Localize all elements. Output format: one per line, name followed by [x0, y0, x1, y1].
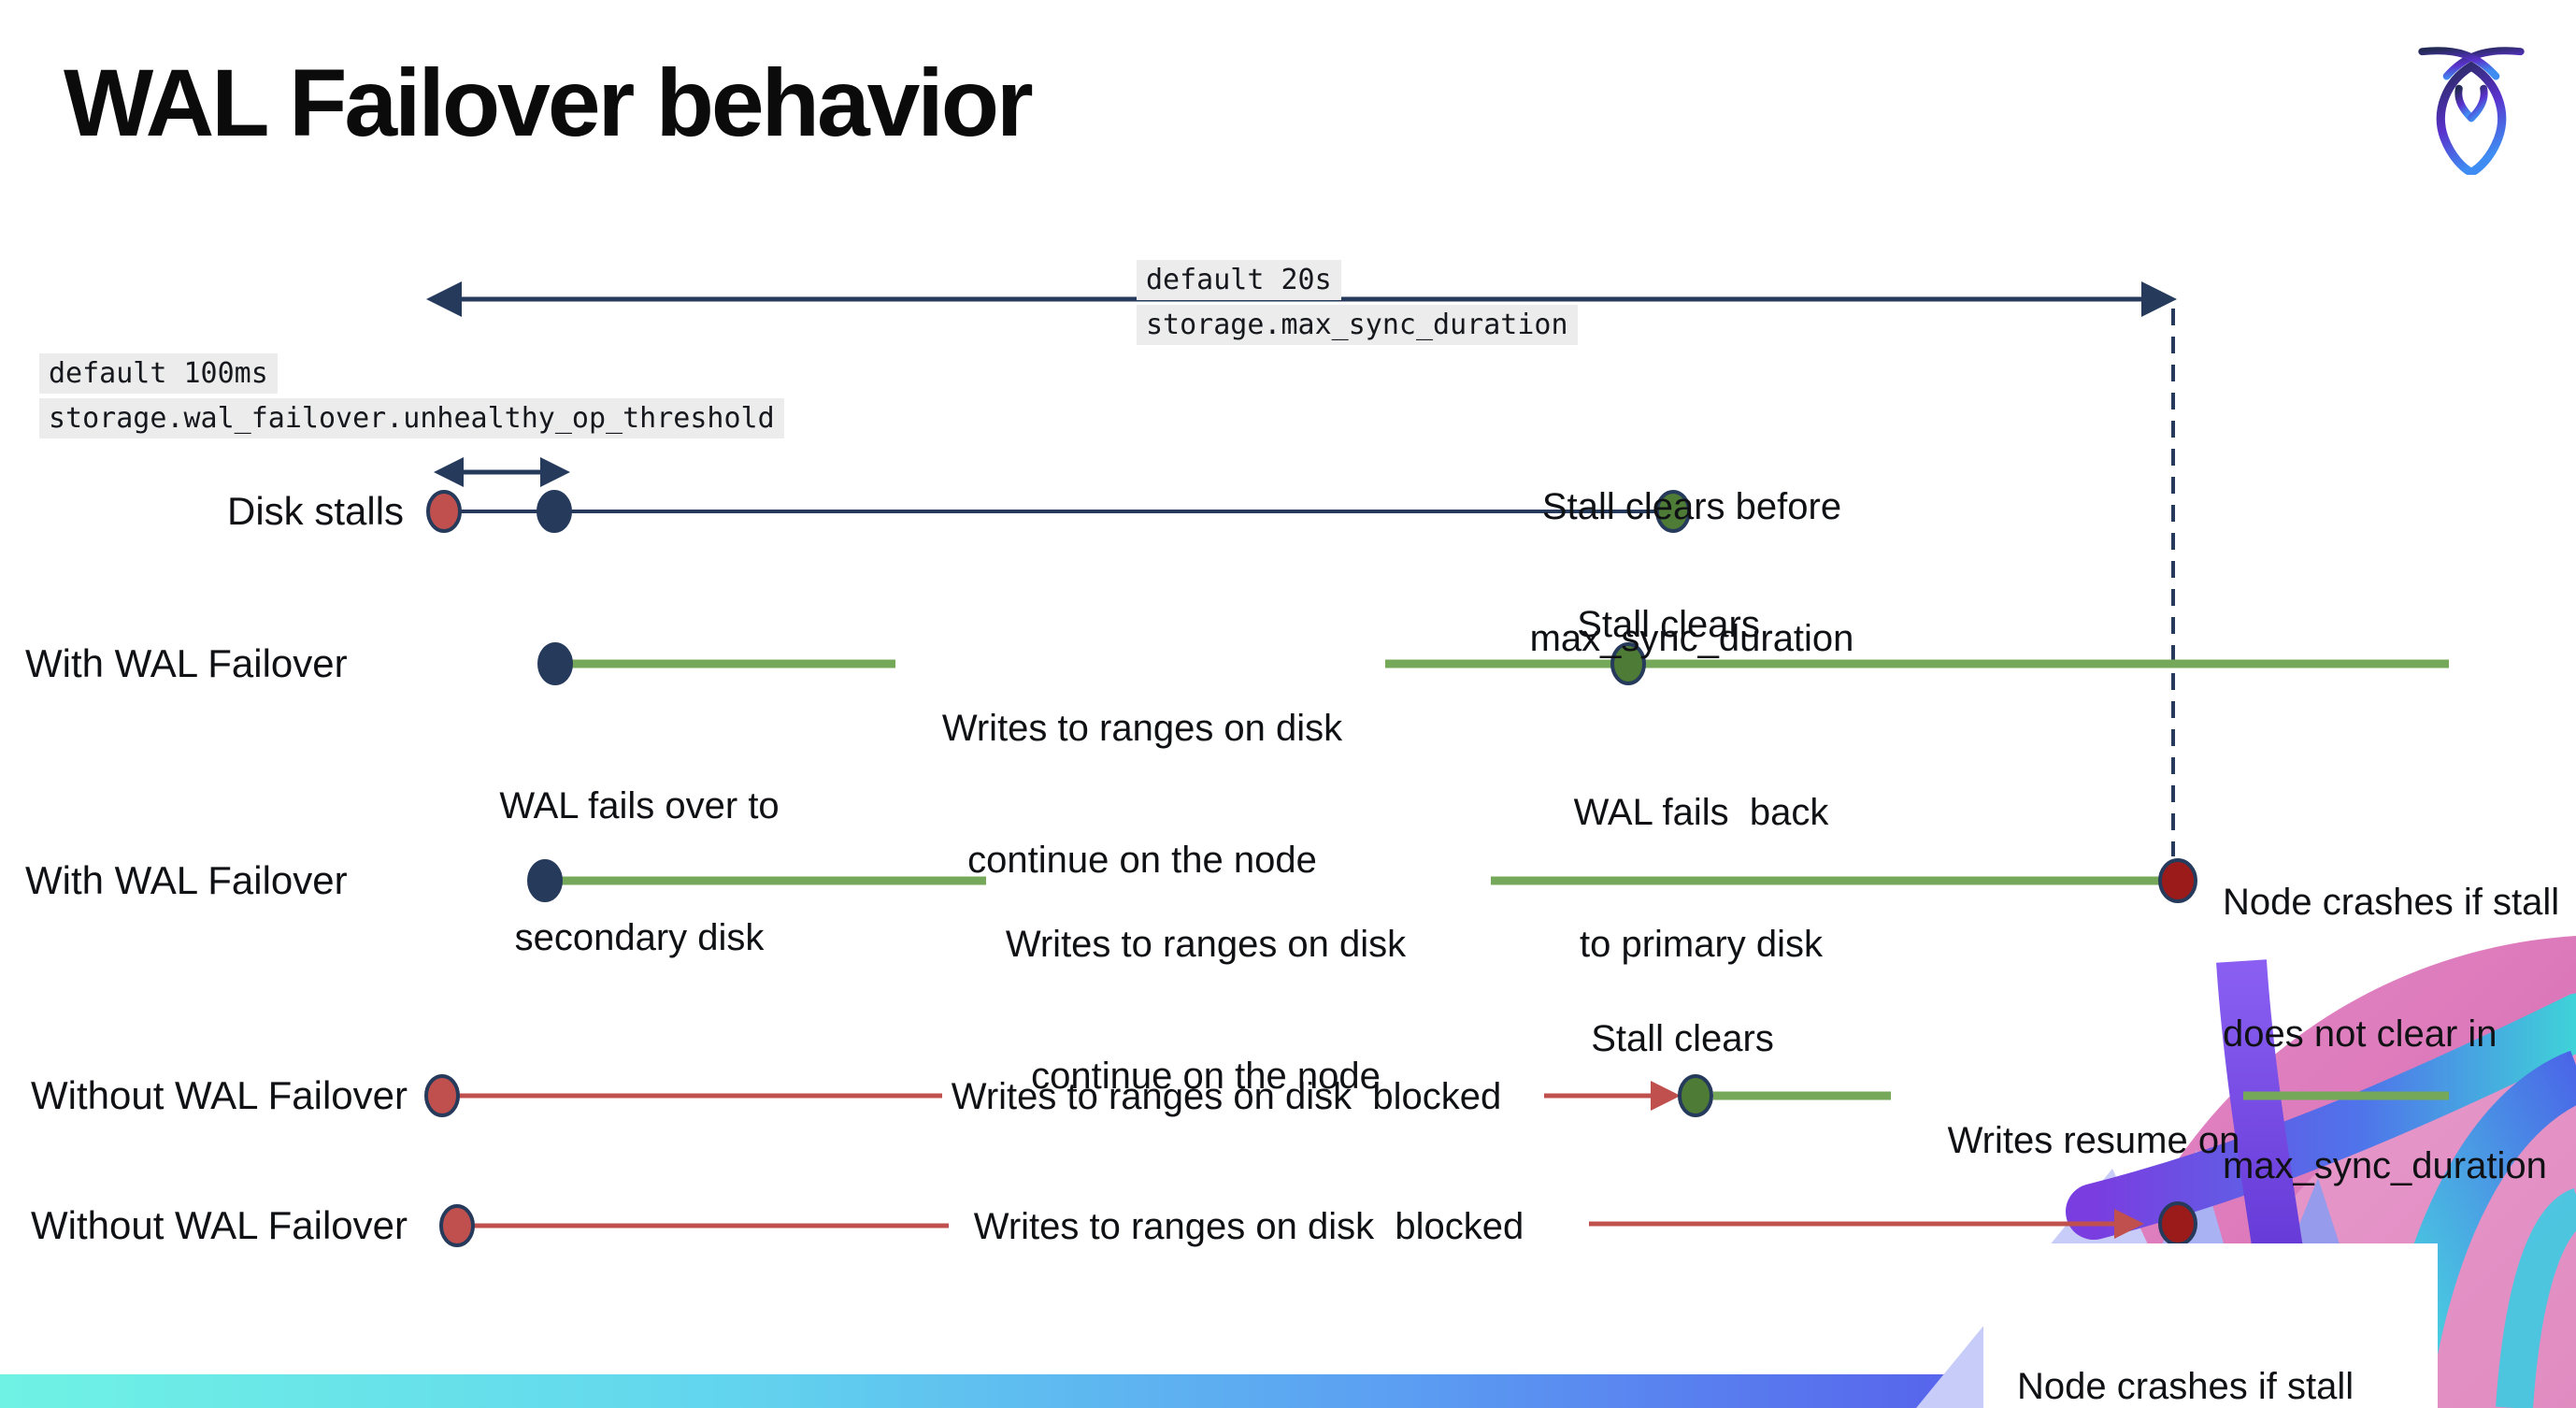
row1-stall-start-dot	[426, 490, 462, 533]
row3-label: With WAL Failover	[25, 858, 348, 902]
row2-stall-clears-annotation: Stall clears	[1577, 604, 1760, 645]
wal-fails-back-annotation: WAL fails back to primary disk	[1574, 703, 1829, 1055]
row4-label: Without WAL Failover	[31, 1073, 408, 1117]
row2-failover-dot	[537, 642, 573, 685]
row3-failover-dot	[527, 859, 563, 902]
row3-crash-dot	[2158, 858, 2197, 903]
row1-label: Disk stalls	[227, 489, 405, 533]
row2-label: With WAL Failover	[25, 641, 348, 685]
page-title: WAL Failover behavior	[64, 50, 1034, 156]
arrowhead-left-icon	[426, 281, 462, 317]
row4-stall-clears-annotation: Stall clears	[1591, 1018, 1774, 1059]
annotation-line: max_sync_duration	[1529, 618, 1854, 659]
row3-node-crashes-annotation: Node crashes if stall does not clear in …	[2223, 793, 2559, 1276]
annotation-line: WAL fails over to	[499, 785, 780, 826]
threshold-arrowhead-right-icon	[540, 457, 570, 487]
annotation-line: Node crashes if stall	[2017, 1366, 2354, 1407]
row4-red-arrowhead-icon	[1651, 1081, 1681, 1111]
annotation-line: max_sync_duration	[2223, 1145, 2547, 1186]
row1-threshold-dot	[537, 490, 572, 533]
row5-writes-blocked-annotation: Writes to ranges on disk blocked	[973, 1206, 1524, 1247]
annotation-line: Writes to ranges on disk	[1005, 924, 1407, 965]
logo-strokes	[2418, 47, 2525, 175]
arrowhead-right-icon	[2141, 281, 2177, 317]
annotation-line: continue on the node	[1031, 1056, 1381, 1097]
threshold-arrowhead-left-icon	[434, 457, 464, 487]
row4-stall-start-dot	[424, 1074, 460, 1117]
annotation-line: secondary disk	[514, 917, 765, 958]
row5-stall-start-dot	[439, 1204, 475, 1247]
node-crash-callout: Node crashes if stall does not clear in …	[1983, 1243, 2438, 1408]
max-sync-setting-name: storage.max_sync_duration	[1137, 305, 1578, 345]
row5-label: Without WAL Failover	[31, 1203, 408, 1247]
row5-red-arrowhead-icon	[2114, 1209, 2144, 1239]
row2-stall-clears-dot	[1610, 642, 1646, 685]
annotation-line: to primary disk	[1579, 924, 1824, 965]
annotation-line: Node crashes if stall	[2223, 882, 2560, 923]
annotation-line: WAL fails back	[1573, 792, 1829, 833]
art-teal-arc-2	[2496, 1188, 2576, 1408]
row4-stall-clears-dot	[1678, 1074, 1713, 1117]
max-sync-default-label: default 20s	[1137, 260, 1341, 300]
stall-clears-before-annotation: Stall clears before max_sync_duration	[1530, 397, 1854, 749]
annotation-line: Stall clears before	[1541, 486, 1842, 527]
row1-stall-clears-dot	[1655, 490, 1691, 533]
wal-fails-over-annotation: WAL fails over to secondary disk	[499, 697, 779, 1048]
row2-writes-continue-annotation: Writes to ranges on disk continue on the…	[942, 619, 1342, 970]
art-purple-band	[2066, 993, 2576, 1240]
threshold-setting-name: storage.wal_failover.unhealthy_op_thresh…	[39, 398, 784, 438]
annotation-line: continue on the node	[967, 840, 1317, 881]
row4-writes-blocked-annotation: Writes to ranges on disk blocked	[951, 1076, 1502, 1117]
row3-writes-continue-annotation: Writes to ranges on disk continue on the…	[1006, 835, 1406, 1186]
threshold-default-label: default 100ms	[39, 353, 278, 394]
annotation-line: Writes to ranges on disk	[941, 708, 1343, 749]
annotation-line: Writes resume on	[1947, 1120, 2240, 1161]
annotation-line: does not clear in	[2223, 1013, 2497, 1055]
cockroachdb-logo-icon	[2418, 47, 2525, 175]
